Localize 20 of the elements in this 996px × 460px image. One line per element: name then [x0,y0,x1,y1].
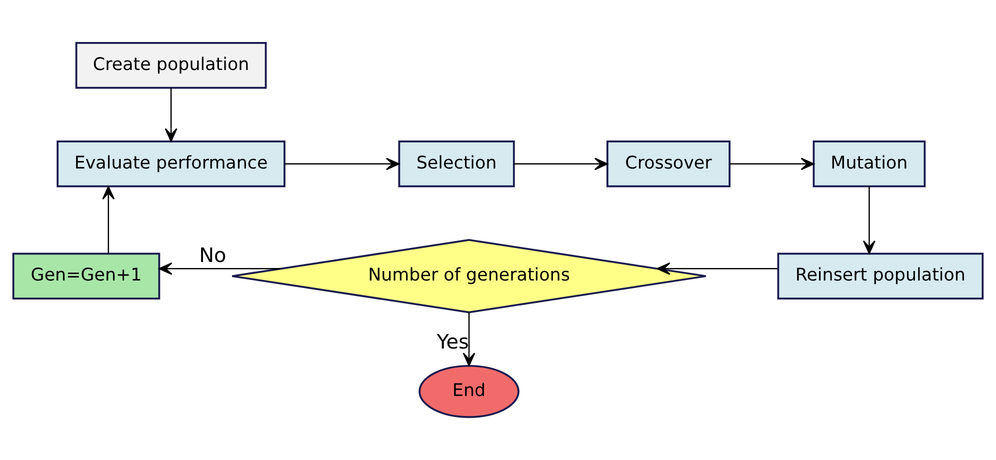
arrow [158,262,281,275]
node-diamond: Number of generations [231,239,707,314]
arrow [862,186,876,254]
arrow [164,88,178,142]
node-box: Create population [75,42,267,89]
edge-label: No [199,243,226,268]
node-box: Selection [398,140,515,188]
arrow [462,312,476,366]
arrow [102,186,115,254]
node-box: Gen=Gen+1 [12,252,160,300]
node-ellipse: End [418,364,520,418]
node-box: Reinsert population [777,252,984,300]
node-box: Crossover [606,140,730,188]
node-box: Mutation [812,140,926,188]
edge-label: Yes [436,330,469,354]
node-box: Evaluate performance [56,140,286,188]
arrow [656,262,778,275]
arrow [284,158,400,170]
arrow [730,158,814,170]
arrow [514,158,608,170]
